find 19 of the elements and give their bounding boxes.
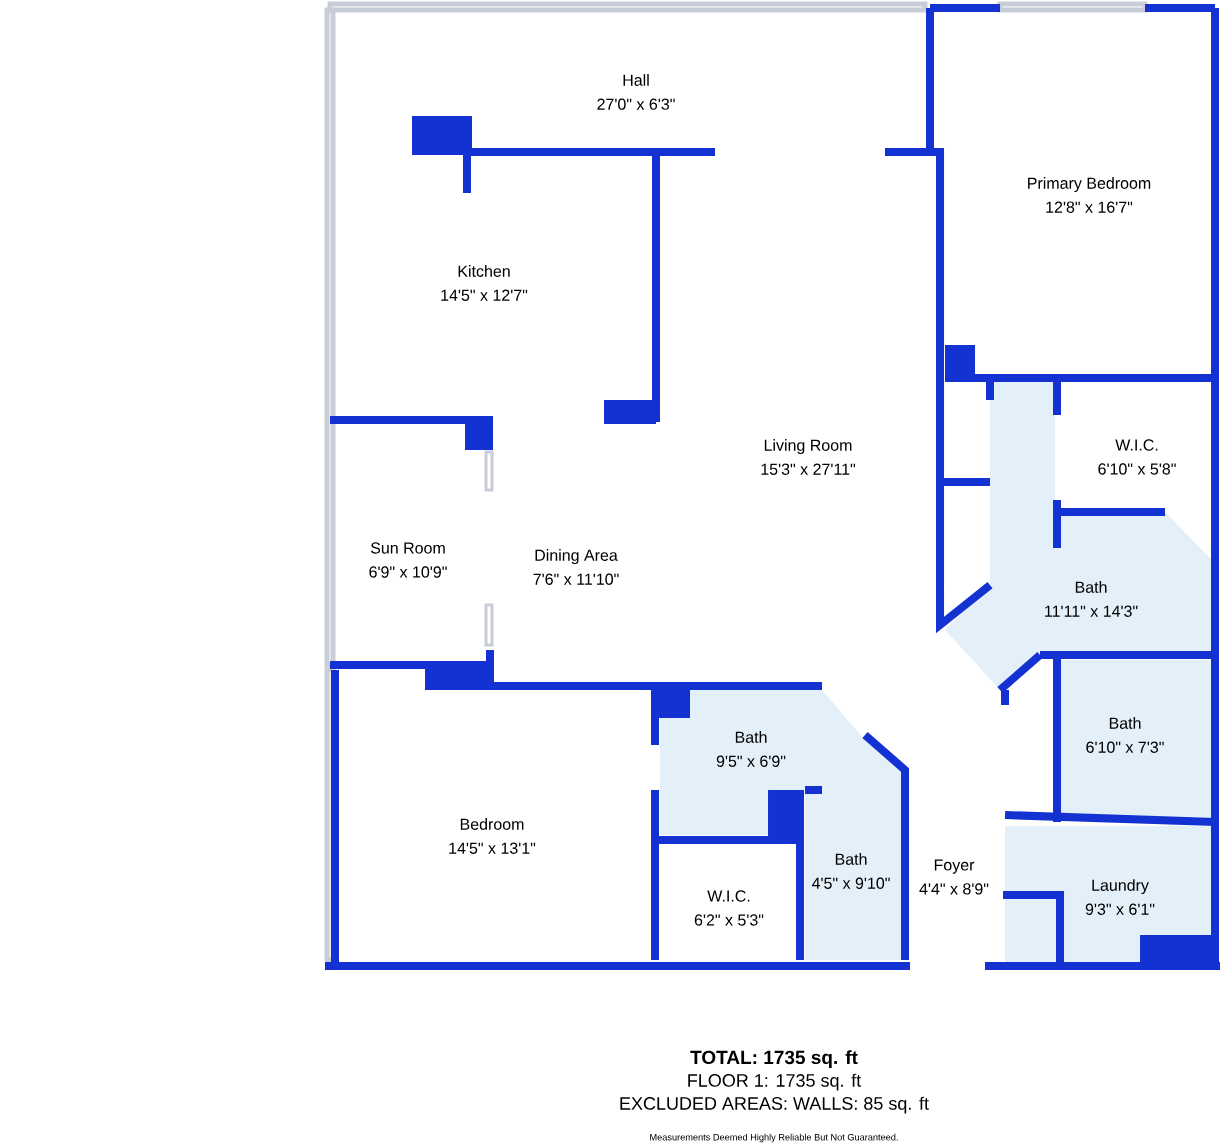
room-label: Bath 11'11" x 14'3" [1045,581,1138,617]
room-label: Hall 27'0" x 6'3" [597,74,675,110]
room-label: Kitchen 14'5" x 12'7" [441,265,528,301]
room-label: Foyer 4'4" x 8'9" [919,859,989,895]
room-label: Bath 6'10" x 7'3" [1086,717,1164,753]
room-label: Living Room 15'3" x 27'11" [761,439,856,475]
room-label: Dining Area 7'6" x 11'10" [533,549,619,585]
room-label: Sun Room 6'9" x 10'9" [369,542,447,578]
room-label: Bath 9'5" x 6'9" [716,731,786,767]
room-label: Bedroom 14'5" x 13'1" [449,818,536,854]
disclaimer-note: Measurements Deemed Highly Reliable But Not Guaranteed. [650,1133,898,1143]
area-summary: FLOOR 1: 1735 sq. ft [688,1073,862,1091]
room-label: W.I.C. 6'2" x 5'3" [694,890,764,926]
room-label: Laundry 9'3" x 6'1" [1085,879,1155,915]
area-total: TOTAL: 1735 sq. ft [690,1050,858,1068]
room-label: Primary Bedroom 12'8" x 16'7" [1028,177,1151,213]
area-summary: EXCLUDED AREAS: WALLS: 85 sq. ft [620,1096,929,1114]
room-label: Bath 4'5" x 9'10" [811,853,890,889]
room-label: W.I.C. 6'10" x 5'8" [1098,439,1176,475]
